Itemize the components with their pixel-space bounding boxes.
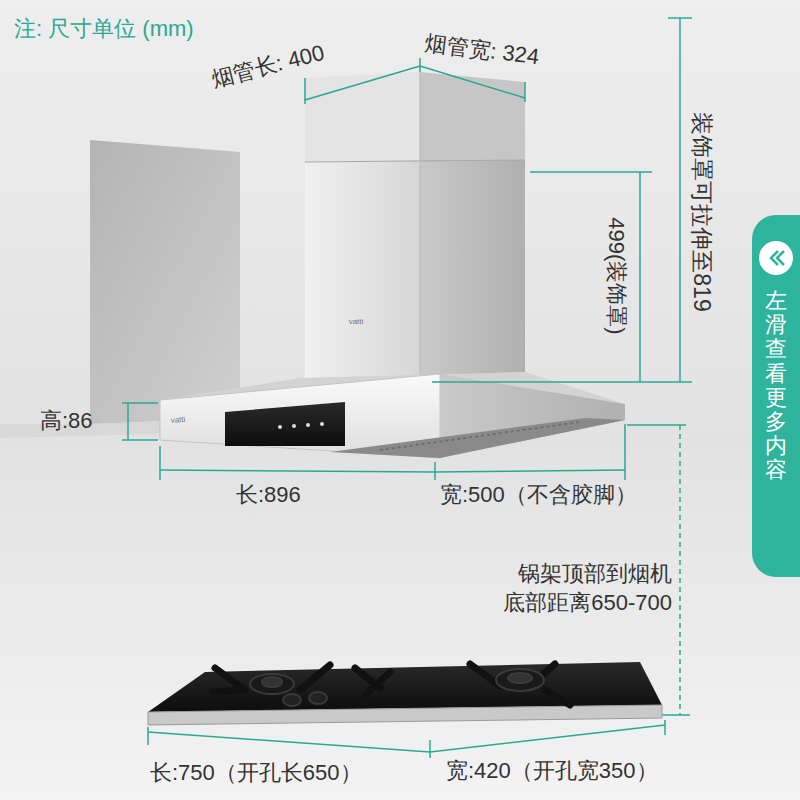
dimension-line: [305, 66, 420, 100]
leader-line: [159, 446, 161, 480]
dimension-line: [679, 18, 681, 382]
dimension-line: [127, 403, 129, 440]
dimension-label: 高:86: [40, 408, 93, 433]
leader-line: [662, 714, 690, 716]
leader-line: [147, 727, 149, 745]
leader-line: [627, 424, 686, 426]
unit-note: 注: 尺寸单位 (mm): [14, 16, 194, 41]
gas-hob: [148, 662, 662, 725]
pan-support: [212, 664, 570, 705]
chimney-lower-front: [305, 160, 420, 378]
leader-line: [664, 720, 666, 735]
dimension-label: 宽:500（不含胶脚）: [440, 482, 637, 507]
hob-edge: [148, 705, 662, 725]
chimney-lower-side: [420, 160, 525, 376]
burner-cap: [508, 673, 532, 683]
touch-key: [292, 424, 296, 428]
leader-line: [434, 462, 436, 480]
pan-support-arm: [212, 690, 245, 692]
leader-line: [530, 171, 652, 173]
pan-support-arm: [545, 690, 570, 705]
distance-line: [679, 425, 681, 715]
dimension-label: 装饰罩可拉伸至819: [689, 112, 715, 311]
dimension-lines: [122, 18, 692, 715]
touch-key: [320, 422, 324, 426]
pan-support-arm: [470, 664, 500, 686]
brand-mark: vatti: [170, 415, 185, 425]
dimension-line: [430, 725, 665, 752]
chimney-edge: [420, 72, 421, 376]
pan-support-arm: [215, 668, 245, 690]
chimney: [305, 72, 525, 378]
leader-line: [624, 424, 626, 480]
dimension-label: 宽:420（开孔宽350）: [446, 758, 658, 783]
filter-grille: [380, 422, 580, 450]
chevron: [777, 251, 784, 265]
leader-line: [432, 381, 692, 383]
burner-cap: [262, 677, 282, 687]
dimension-line: [435, 470, 625, 472]
distance-note: 锅架顶部到烟机 底部距离650-700: [470, 560, 672, 617]
brand-mark: vatti: [349, 317, 364, 326]
burner: [496, 669, 544, 691]
touch-key: [278, 425, 282, 429]
leader-line: [419, 58, 421, 72]
pan-support-arm: [300, 665, 330, 690]
leader-line: [524, 82, 526, 102]
burner: [250, 674, 294, 694]
dimension-label: 499(装饰罩): [603, 217, 628, 334]
dimension-label: 长:750（开孔长650）: [150, 760, 362, 785]
swipe-icon: [757, 239, 795, 277]
burners: [250, 669, 544, 706]
touch-key: [306, 423, 310, 427]
dimension-line: [160, 470, 435, 472]
dimension-line: [148, 732, 430, 752]
dimension-line: [639, 172, 641, 382]
pan-support-arm: [365, 672, 390, 695]
control-knob: [309, 692, 327, 704]
leader-line: [429, 740, 431, 758]
chimney-upper-side: [420, 72, 525, 160]
hob-glass: [148, 662, 662, 712]
hood-filter: [330, 418, 625, 458]
control-knob: [283, 694, 301, 706]
dimension-line: [420, 66, 525, 98]
icon-circle: [759, 241, 793, 275]
control-display: [225, 402, 345, 446]
chimney-joint: [305, 160, 525, 162]
hob-dimension-lines: [148, 720, 665, 758]
hood-body: [160, 372, 625, 458]
cabinet-front: [90, 140, 240, 424]
tab-text: 左滑查看更多内容: [765, 289, 787, 483]
dimension-label: 长:896: [236, 482, 301, 507]
chimney-upper-front: [305, 72, 420, 162]
